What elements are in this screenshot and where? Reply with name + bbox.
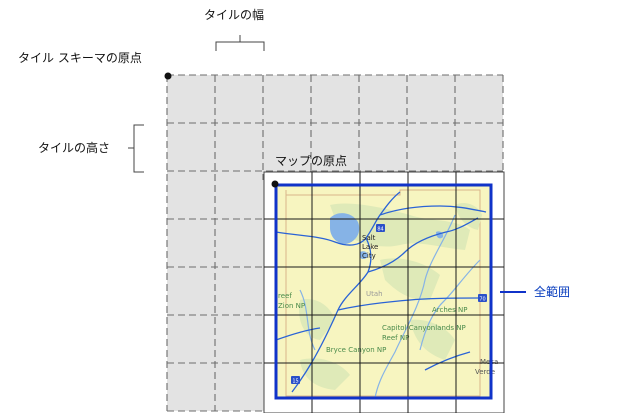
- map-origin-label: マップの原点: [275, 154, 348, 168]
- tile-height-label: タイルの高さ: [38, 141, 111, 155]
- tile-grid-dashed-lines: [166, 74, 504, 412]
- full-extent-label: 全範囲: [534, 285, 571, 299]
- tile-height-bracket: [128, 124, 144, 173]
- shield-15-label: 15: [292, 379, 298, 385]
- lakes: [330, 213, 444, 259]
- park-label-arches: Arches NP: [432, 306, 467, 314]
- park-label-bryce: Bryce Canyon NP: [326, 346, 386, 354]
- city-label-line3: City: [362, 252, 376, 260]
- interstate-shields: 84 70 15: [291, 224, 487, 385]
- shield-84-label: 84: [377, 227, 383, 233]
- highways: [275, 191, 487, 393]
- rivers: [299, 214, 481, 399]
- park-label-reef: Reef NP: [382, 334, 409, 342]
- full-extent-rectangle: [274, 183, 493, 400]
- place-fragment-verde: Verde: [475, 368, 495, 376]
- shield-70-label: 70: [479, 297, 485, 303]
- state-boundary: [285, 189, 481, 397]
- state-label: Utah: [366, 290, 383, 298]
- tile-width-bracket: [215, 35, 265, 51]
- tile-width-label: タイルの幅: [204, 8, 265, 22]
- tile-scheme-origin-label: タイル スキーマの原点: [18, 51, 142, 65]
- map-origin-dot: [271, 180, 279, 188]
- map-labels: Salt Lake City Utah Capitol Canyonlands …: [278, 234, 498, 376]
- utah-map-image: 84 70 15 Salt Lake City Utah Capitol Can…: [275, 185, 498, 399]
- great-salt-lake: [330, 213, 360, 244]
- city-label-line2: Lake: [362, 243, 378, 251]
- park-fragment-reef: reef: [278, 292, 292, 300]
- place-fragment-mesa: Mesa: [480, 358, 498, 366]
- tile-scheme-origin-dot: [164, 72, 172, 80]
- city-label-line1: Salt: [362, 234, 376, 242]
- park-fragment-zion: Zion NP: [278, 302, 305, 310]
- map-tile-grid: [264, 172, 504, 413]
- park-label-capitol: Capitol Canyonlands NP: [382, 324, 466, 332]
